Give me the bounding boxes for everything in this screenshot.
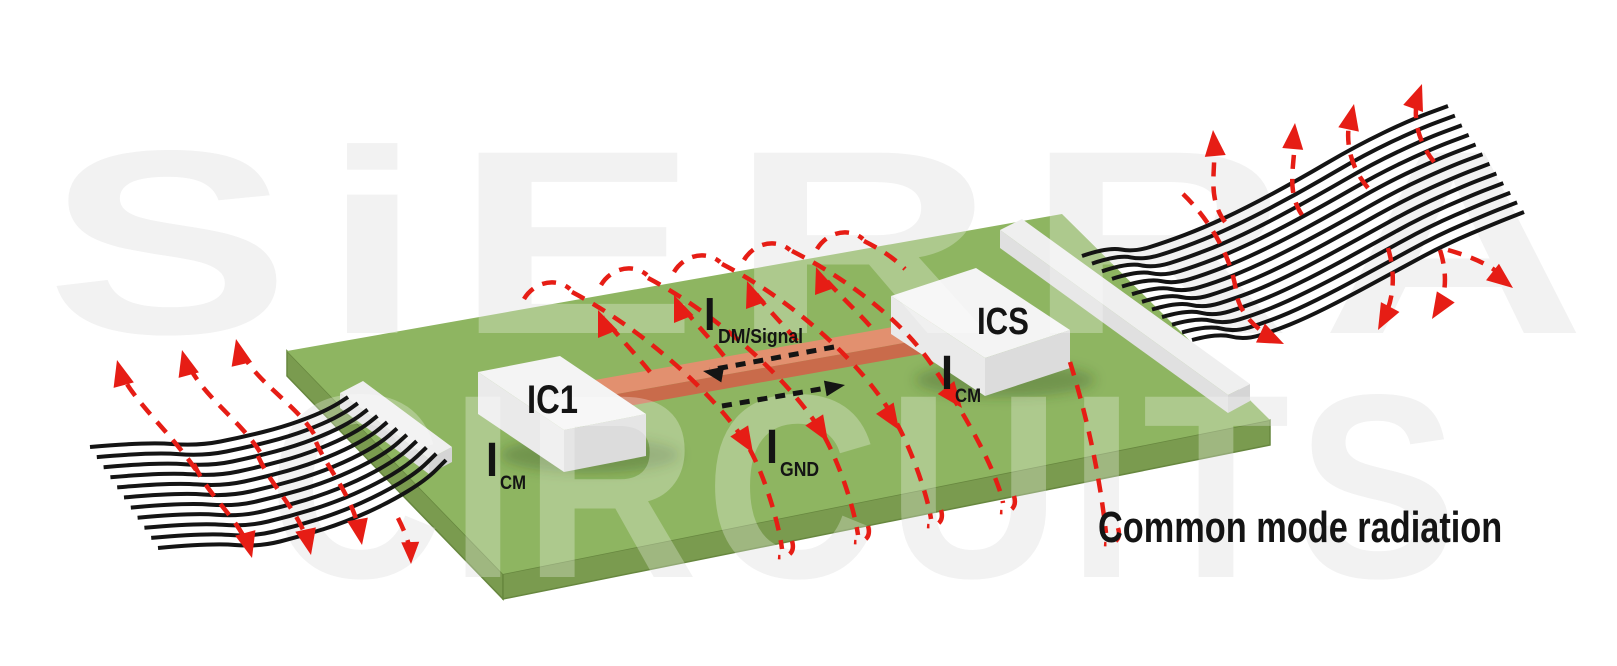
label-i-cm-right-main: I <box>941 347 954 400</box>
left-connector-end <box>429 447 452 474</box>
left-ribbon-cable <box>89 395 448 550</box>
right-connector-end <box>1228 384 1250 413</box>
watermark-overlay-circuits: CIRCUITS <box>268 340 1466 633</box>
ics-chip <box>891 268 1070 396</box>
dm-signal-arrow <box>709 344 835 373</box>
label-i-cm-left-main: I <box>486 434 499 487</box>
left-connector-top <box>340 381 452 459</box>
label-i-dm-sub: DM/Signal <box>717 326 803 348</box>
differential-current-arrows <box>703 344 845 409</box>
label-i-cm-left-sub: CM <box>500 473 527 494</box>
ic1-chip <box>478 356 646 472</box>
ics-top-face <box>891 268 1070 358</box>
label-ic1: IC1 <box>527 378 579 422</box>
dm-signal-arrowhead-icon <box>703 366 725 383</box>
label-i-cm-right-sub: CM <box>955 386 982 407</box>
right-ribbon-cable <box>1081 104 1525 342</box>
right-connector-front <box>1000 230 1228 413</box>
field-lines-center <box>522 230 1122 560</box>
pcb-bottom-side-face <box>502 419 1271 600</box>
ic1-top-face <box>478 356 646 430</box>
field-arrowheads <box>113 84 1513 564</box>
label-i-dm-main: I <box>704 288 716 340</box>
right-connector <box>1000 219 1250 413</box>
ics-left-face <box>891 296 985 396</box>
label-i-gnd-main: I <box>766 421 779 474</box>
ic1-right-face <box>564 414 646 472</box>
right-connector-top <box>1000 219 1250 395</box>
label-i-gnd-sub: GND <box>780 459 820 481</box>
ic1-left-face <box>478 372 564 472</box>
label-ics: ICS <box>977 301 1029 343</box>
gnd-return-arrowhead-icon <box>823 380 845 397</box>
ics-right-face <box>985 330 1070 396</box>
gnd-return-arrow <box>721 383 839 409</box>
figure-caption: Common mode radiation <box>1098 503 1503 552</box>
